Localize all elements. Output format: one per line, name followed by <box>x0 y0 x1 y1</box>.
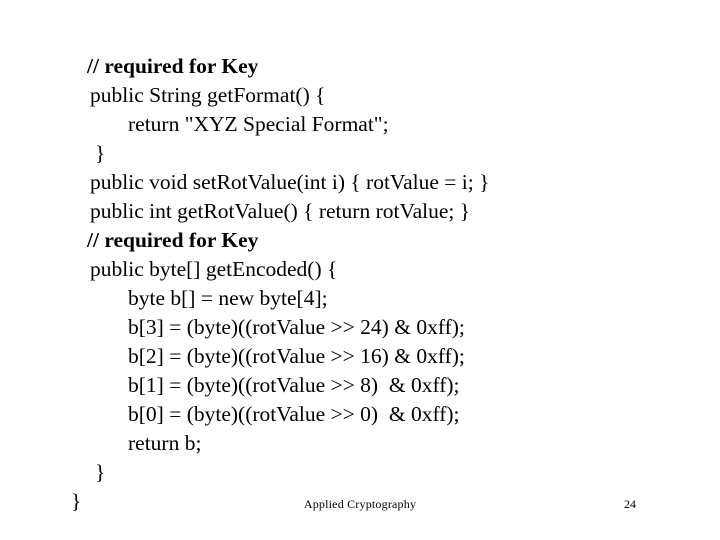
code-line: // required for Key <box>87 54 259 78</box>
footer-presentation-title: Applied Cryptography <box>303 497 417 511</box>
code-line: b[0] = (byte)((rotValue >> 0) & 0xff); <box>128 402 460 426</box>
code-line: return b; <box>128 431 202 455</box>
code-line: b[1] = (byte)((rotValue >> 8) & 0xff); <box>128 373 460 397</box>
code-line: b[2] = (byte)((rotValue >> 16) & 0xff); <box>128 344 465 368</box>
code-line: public byte[] getEncoded() { <box>90 257 338 281</box>
footer-page-number: 24 <box>624 497 636 511</box>
code-line: } <box>95 460 106 484</box>
code-line: public void setRotValue(int i) { rotValu… <box>90 170 490 194</box>
code-line: } <box>95 141 106 165</box>
code-line: } <box>71 489 82 513</box>
code-line: public int getRotValue() { return rotVal… <box>90 199 471 223</box>
code-line: // required for Key <box>87 228 259 252</box>
code-line: return "XYZ Special Format"; <box>128 112 389 136</box>
code-line: byte b[] = new byte[4]; <box>128 286 328 310</box>
code-line: b[3] = (byte)((rotValue >> 24) & 0xff); <box>128 315 465 339</box>
code-block: // required for Key public String getForm… <box>0 52 720 516</box>
code-line: public String getFormat() { <box>90 83 326 107</box>
